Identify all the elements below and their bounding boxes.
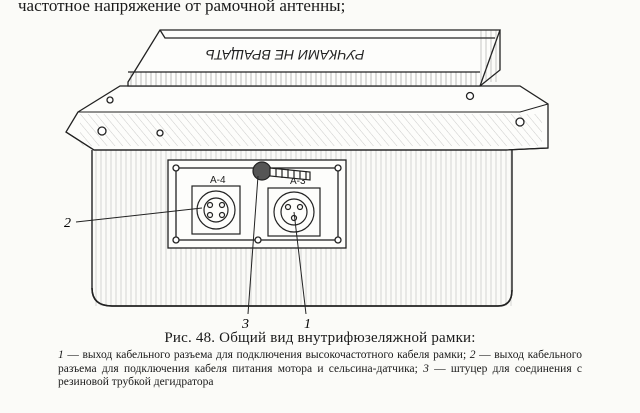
- caption-title: Рис. 48. Общий вид внутрифюзеляжной рамк…: [164, 330, 476, 346]
- caption-item-3: — штуцер для соединения с резиновой труб…: [58, 362, 583, 389]
- lid-warning-text: РУЧКАМИ НЕ ВРАЩАТЬ: [205, 47, 364, 63]
- caption-num-1: 1: [58, 349, 64, 361]
- callout-3: 3: [241, 317, 249, 332]
- fitting: [252, 161, 311, 181]
- connector-right-label: А-3: [290, 176, 306, 187]
- caption-body: 1 — выход кабельного разъема для подключ…: [58, 349, 582, 390]
- caption-item-1: — выход кабельного разъема для подключен…: [63, 349, 467, 361]
- caption-num-3: 3: [423, 362, 429, 375]
- callout-2: 2: [64, 216, 71, 231]
- lid: [127, 29, 501, 87]
- top-text-line: частотное напряжение от рамочной антенны…: [18, 0, 618, 16]
- caption-item-2: — выход кабельного разъема для подключен…: [58, 349, 582, 375]
- connector-left: [191, 185, 241, 235]
- caption-num-2: 2: [469, 349, 476, 361]
- flange-plate: [65, 85, 549, 151]
- connector-left-label: А-4: [210, 175, 226, 186]
- callout-1: 1: [304, 317, 311, 332]
- leader-lines: [75, 175, 307, 315]
- top-text: частотное напряжение от рамочной антенны…: [18, 0, 346, 15]
